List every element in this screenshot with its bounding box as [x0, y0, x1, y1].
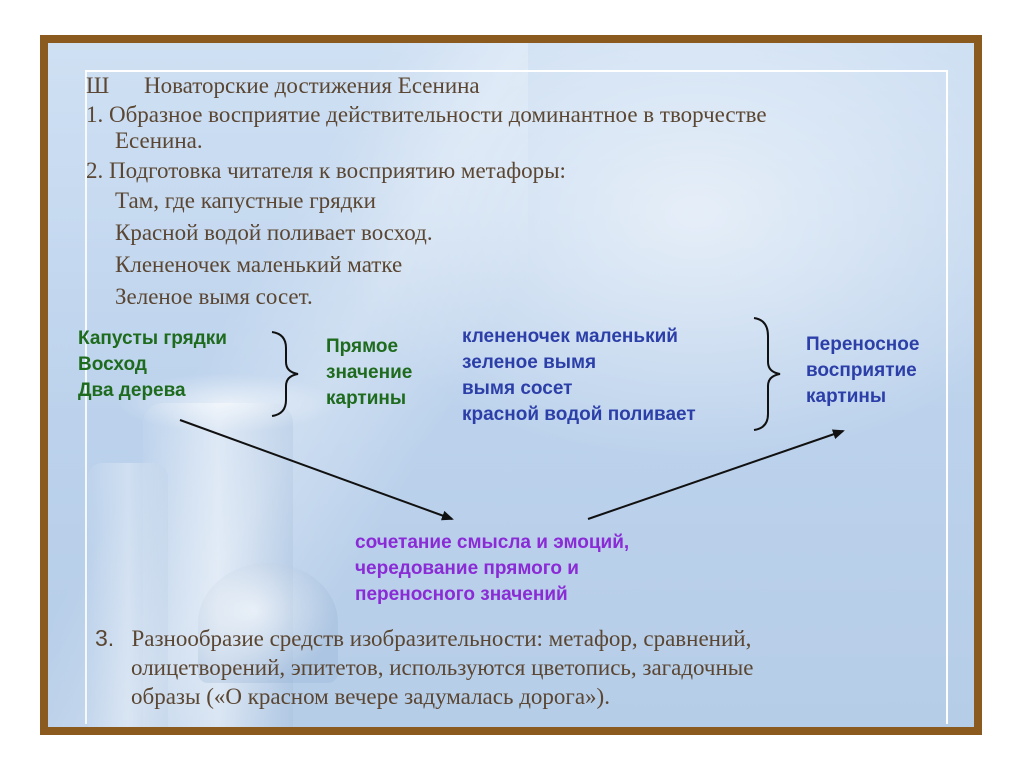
item-3-line-3: образы («О красном вечере задумалась дор…	[131, 684, 610, 709]
verse-line: Зеленое вымя сосет.	[115, 284, 313, 309]
inner-rule-left	[85, 70, 87, 724]
list-item: зеленое вымя	[462, 352, 597, 373]
list-item: Капусты грядки	[78, 328, 227, 349]
combination-note: сочетание смысла и эмоций, чередование п…	[355, 530, 629, 608]
item-3-line-1: 3. Разнообразие средств изобразительност…	[95, 624, 753, 653]
list-item: Два дерева	[78, 380, 186, 401]
heading-number: Ш	[86, 73, 110, 98]
verse-line: Красной водой поливает восход.	[115, 220, 433, 245]
item-1-line-2: Есенина.	[115, 128, 203, 153]
verse-line: Там, где капустные грядки	[115, 188, 376, 213]
inner-rule-top	[85, 70, 948, 72]
note-line: чередование прямого и	[355, 558, 579, 579]
list-item: клененочек маленький	[462, 326, 678, 347]
item-3-text: Разнообразие средств изобразительности: …	[131, 626, 752, 651]
item-1-line-1: 1. Образное восприятие действительности …	[86, 102, 767, 127]
label-line: восприятие	[806, 360, 917, 381]
verse-line: Клененочек маленький матке	[115, 252, 403, 277]
list-item: Восход	[78, 354, 147, 375]
inner-rule-right	[946, 70, 948, 724]
label-line: значение	[326, 362, 413, 383]
note-line: сочетание смысла и эмоций,	[355, 532, 630, 553]
item-2: 2. Подготовка читателя к восприятию мета…	[86, 158, 566, 183]
literal-images-list: Капусты грядки Восход Два дерева	[78, 326, 227, 404]
pedestal-decoration	[198, 563, 338, 683]
label-line: Переносное	[806, 334, 920, 355]
note-line: переносного значений	[355, 584, 568, 605]
list-item: вымя сосет	[462, 378, 573, 399]
slide-background	[48, 43, 974, 727]
label-line: картины	[326, 388, 407, 409]
figurative-images-list: клененочек маленький зеленое вымя вымя с…	[462, 324, 696, 428]
column-decoration	[88, 463, 168, 727]
label-line: картины	[806, 386, 887, 407]
figurative-perception-label: Переносное восприятие картины	[806, 332, 919, 410]
literal-meaning-label: Прямое значение картины	[326, 334, 412, 412]
item-3-line-2: олицетворений, эпитетов, используются цв…	[131, 655, 754, 680]
heading-title: Новаторские достижения Есенина	[144, 73, 480, 98]
item-3-number: 3.	[95, 625, 115, 651]
label-line: Прямое	[326, 336, 399, 357]
list-item: красной водой поливает	[462, 404, 696, 425]
item-3: 3. Разнообразие средств изобразительност…	[95, 624, 753, 711]
